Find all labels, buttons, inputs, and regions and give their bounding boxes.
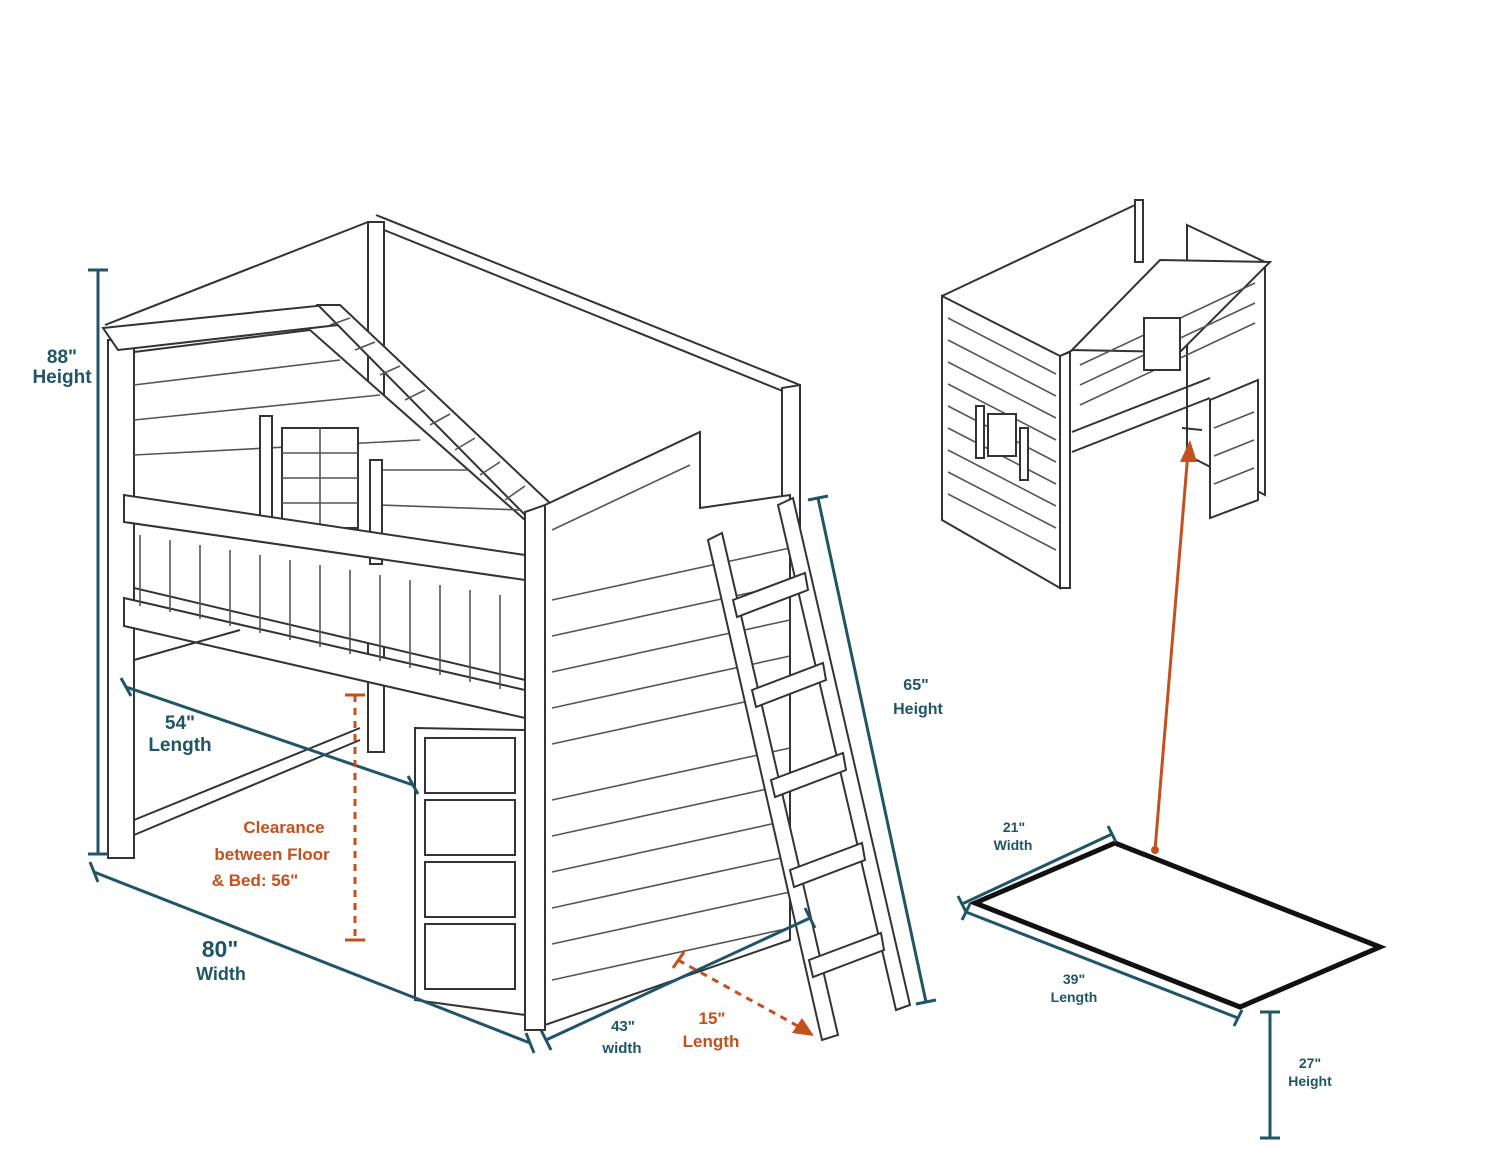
dimension-lines-desk [956, 825, 1280, 1140]
clearance-line-2: between Floor [214, 845, 330, 864]
overall-width-value: 80" [202, 936, 239, 962]
ladder-height-label: Height [893, 701, 943, 718]
desk-length-value: 39" [1063, 971, 1085, 987]
overall-height-value: 88" [47, 347, 77, 368]
clearance-line-1: Clearance [243, 818, 324, 837]
ladder-length-value: 15" [699, 1009, 726, 1028]
desk-length-label: Length [1051, 989, 1098, 1005]
desk-width-label: Width [994, 837, 1033, 853]
overall-width-label: Width [196, 964, 246, 984]
underbed-length-label: Length [148, 735, 211, 756]
end-width-value: 43" [611, 1018, 635, 1035]
dimension-labels-main: 88" Height 54" Length Clearance between … [32, 347, 943, 1057]
rear-view-bed-illustration [941, 199, 1273, 590]
underbed-length-value: 54" [165, 713, 195, 734]
desk-width-value: 21" [1003, 819, 1025, 835]
overall-height-label: Height [32, 367, 92, 388]
ladder-height-value: 65" [903, 677, 928, 694]
dimension-labels-desk: 21" Width 39" Length 27" Height [994, 819, 1332, 1089]
clearance-line-3: & Bed: 56" [212, 871, 298, 890]
ladder-length-label: Length [683, 1032, 740, 1051]
main-loft-bed-illustration [101, 214, 912, 1042]
dimension-lines-main [88, 268, 937, 1054]
desk-height-label: Height [1288, 1073, 1332, 1089]
end-width-label: width [601, 1040, 641, 1057]
desk-top-illustration [968, 840, 1387, 1010]
desk-height-value: 27" [1299, 1055, 1321, 1071]
desk-pointer-arrow [1151, 440, 1197, 854]
